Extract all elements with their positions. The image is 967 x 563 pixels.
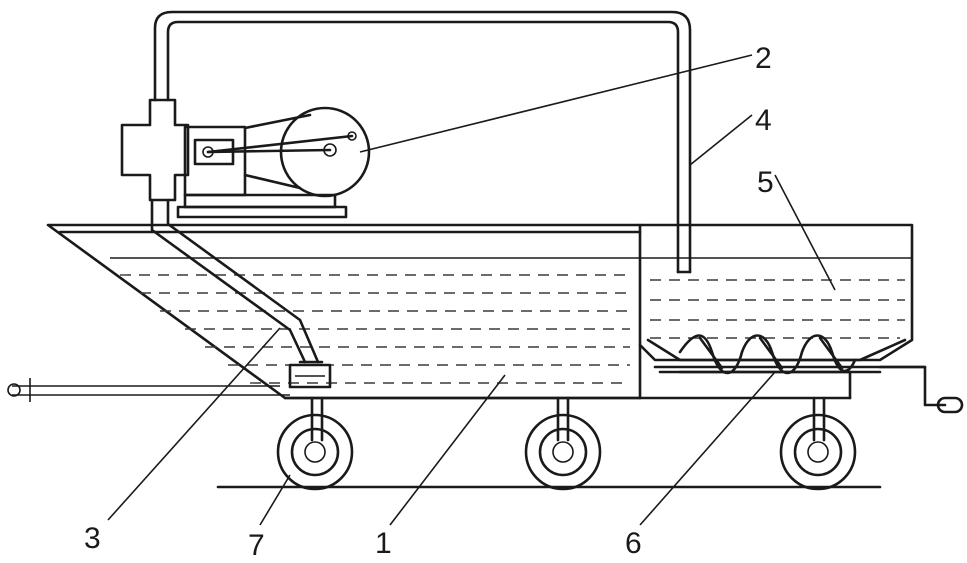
leader-3 — [107, 327, 281, 521]
tank-liquid — [120, 274, 630, 384]
hopper — [638, 223, 914, 362]
label-2: 2 — [755, 42, 772, 75]
wheel-front — [276, 396, 354, 491]
label-5: 5 — [757, 166, 774, 199]
wheel-middle — [524, 396, 602, 491]
label-1: 1 — [375, 527, 392, 560]
label-4: 4 — [755, 104, 772, 137]
leader-5 — [774, 174, 836, 291]
pipe-outlet — [153, 10, 692, 274]
tow-eye — [7, 383, 21, 397]
wheel-rear — [779, 396, 857, 491]
leader-6 — [639, 371, 776, 526]
tank — [46, 223, 642, 400]
label-6: 6 — [625, 527, 642, 560]
leader-4 — [689, 114, 753, 166]
label-7: 7 — [248, 529, 265, 562]
leader-1 — [389, 374, 506, 526]
pipe-intake — [150, 198, 332, 389]
label-3: 3 — [84, 522, 101, 555]
crank-handle — [878, 365, 964, 414]
hopper-liquid — [650, 279, 905, 339]
pump-body — [120, 98, 190, 202]
leader-2 — [359, 54, 753, 153]
engine — [176, 106, 371, 219]
leader-7 — [259, 474, 291, 526]
